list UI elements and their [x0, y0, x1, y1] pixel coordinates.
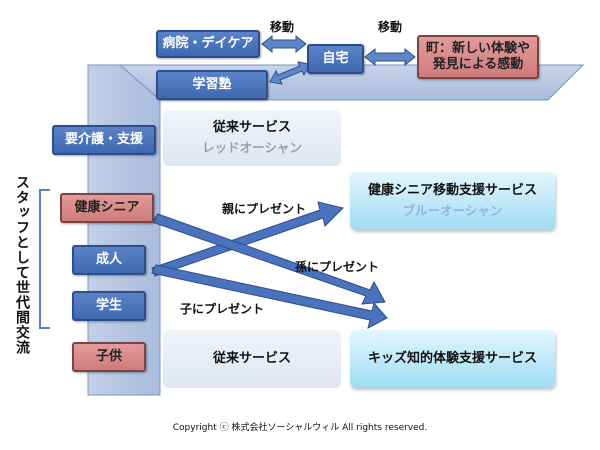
- child-label: 子供: [95, 348, 122, 364]
- student-label: 学生: [95, 297, 122, 313]
- traditional-service-bottom: 従来サービス: [163, 330, 341, 388]
- traditional-top-subtitle: レッドオーシャン: [202, 140, 302, 156]
- town-label-line2: 発見による感動: [432, 57, 524, 72]
- arrow-to-child: [151, 264, 388, 329]
- kids-service-title: キッズ知的体験支援サービス: [367, 350, 537, 366]
- traditional-top-title: 従来サービス: [212, 120, 291, 136]
- move-label-2: 移動: [378, 20, 403, 34]
- hospital-label: 病院・デイケア: [162, 35, 254, 51]
- senior-service-title: 健康シニア移動支援サービス: [367, 183, 537, 199]
- home-label: 自宅: [322, 50, 349, 66]
- town-box: 町：新しい体験や 発見による感動: [417, 35, 539, 79]
- move-arrow-right: [364, 47, 416, 67]
- hospital-box: 病院・デイケア: [156, 30, 260, 58]
- adult-box: 成人: [72, 245, 146, 275]
- arrow-to-parent: [151, 201, 344, 277]
- healthy-senior-box: 健康シニア: [60, 193, 154, 223]
- move-arrow-left: [261, 34, 307, 54]
- healthy-senior-label: 健康シニア: [74, 199, 140, 215]
- child-box: 子供: [72, 342, 146, 372]
- care-box: 要介護・支援: [52, 125, 156, 155]
- side-bracket: [39, 189, 50, 329]
- side-label: スタッフとして世代間交流: [14, 175, 30, 355]
- school-box: 学習塾: [156, 70, 268, 100]
- to-grandchild-label: 孫にプレゼント: [295, 260, 380, 274]
- school-label: 学習塾: [192, 76, 232, 92]
- senior-mobility-service: 健康シニア移動支援サービス ブルーオーシャン: [350, 172, 555, 230]
- care-label: 要介護・支援: [64, 131, 143, 147]
- to-child-label: 子にプレゼント: [180, 302, 265, 316]
- to-parent-label: 親にプレゼント: [222, 202, 307, 216]
- traditional-bottom-title: 従来サービス: [212, 350, 291, 366]
- kids-service: キッズ知的体験支援サービス: [350, 330, 555, 388]
- adult-label: 成人: [95, 251, 122, 267]
- move-label-1: 移動: [270, 20, 295, 34]
- home-box: 自宅: [307, 44, 364, 74]
- traditional-service-top: 従来サービス レッドオーシャン: [163, 110, 341, 166]
- arrow-to-grandchild: [151, 213, 386, 305]
- town-label-line1: 町：新しい体験や: [425, 40, 530, 56]
- copyright-text: Copyright ⓒ 株式会社ソーシャルウィル All rights rese…: [172, 423, 428, 433]
- senior-service-subtitle: ブルーオーシャン: [402, 203, 503, 219]
- student-box: 学生: [72, 291, 146, 321]
